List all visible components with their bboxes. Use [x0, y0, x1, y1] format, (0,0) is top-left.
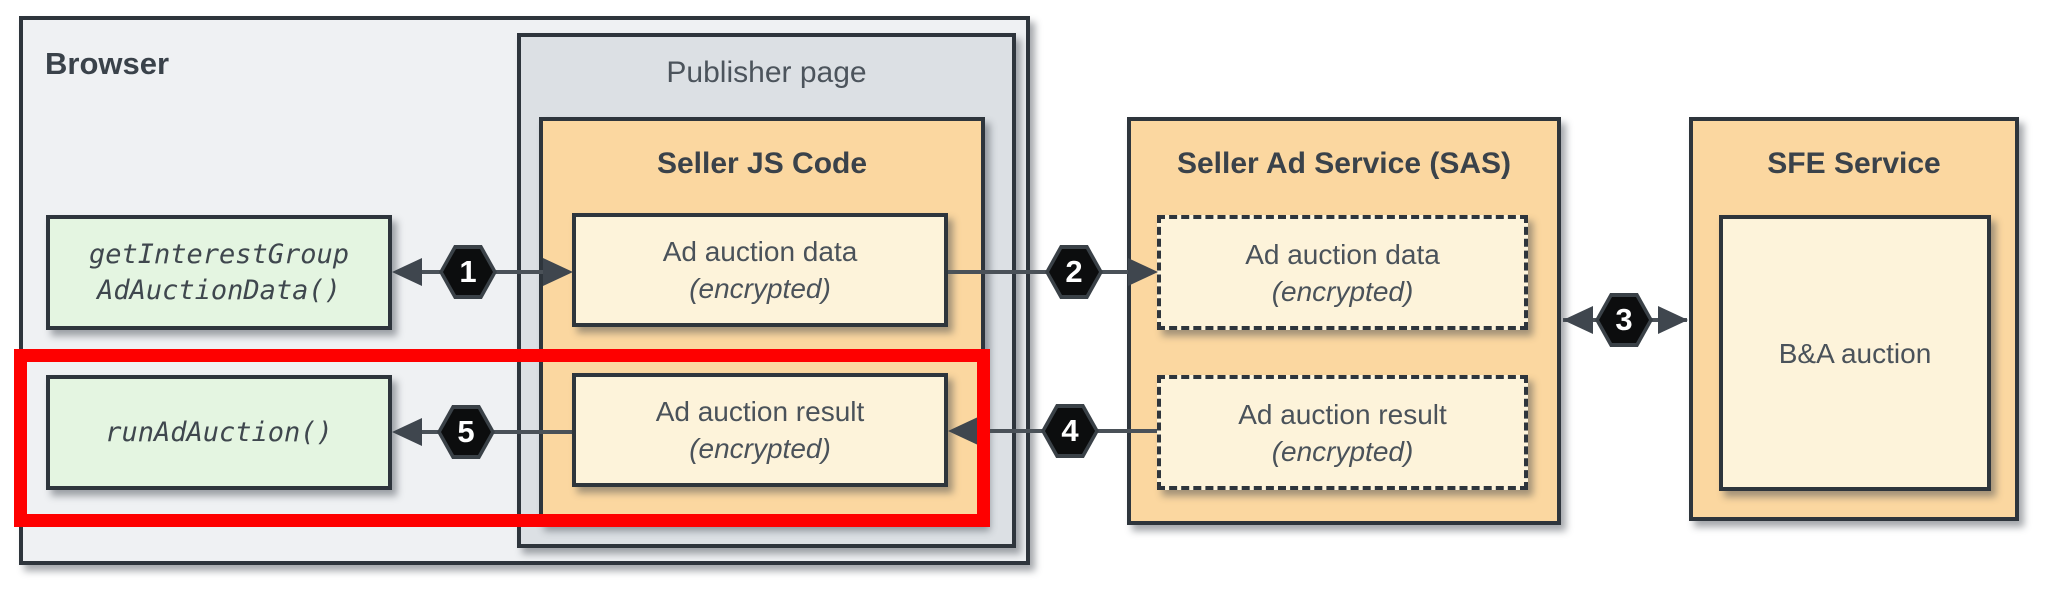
arrowhead-left-step5 [392, 418, 422, 446]
step-badge-2: 2 [1045, 245, 1103, 299]
step-badge-4: 4 [1041, 404, 1099, 458]
code-line: getInterestGroup [88, 238, 350, 270]
get-interest-group-ad-auction-data-box: getInterestGroup AdAuctionData() [46, 215, 392, 330]
sas-ad-auction-data-box: Ad auction data (encrypted) [1157, 215, 1528, 330]
seller-ad-service-title: Seller Ad Service (SAS) [1176, 147, 1512, 180]
step-number: 2 [1049, 249, 1099, 295]
publisher-page-label: Publisher page [666, 56, 867, 89]
code-line: AdAuctionData() [97, 274, 341, 306]
ba-auction-box: B&A auction [1719, 215, 1991, 491]
ad-auction-result-label: Ad auction result [1238, 398, 1447, 430]
arrowhead-left-step4 [948, 417, 978, 445]
arrowhead-right-step2 [1128, 258, 1158, 286]
browser-label: Browser [45, 46, 170, 81]
arrowhead-left-step1 [392, 258, 422, 286]
ad-auction-data-label: Ad auction data [1245, 238, 1440, 270]
seller-js-code-title: Seller JS Code [656, 147, 868, 180]
highlight-rectangle [14, 349, 990, 527]
arrowhead-left-step3 [1563, 306, 1593, 334]
encrypted-label: (encrypted) [689, 273, 831, 304]
ad-auction-data-label: Ad auction data [662, 236, 858, 267]
step-number: 3 [1599, 297, 1649, 343]
sas-ad-auction-result-box: Ad auction result (encrypted) [1157, 375, 1528, 490]
encrypted-label: (encrypted) [1271, 435, 1414, 467]
run-ad-auction-box: runAdAuction() [46, 375, 392, 490]
ad-auction-result-label: Ad auction result [655, 396, 865, 427]
sfe-service-title: SFE Service [1767, 147, 1941, 180]
encrypted-label: (encrypted) [689, 433, 831, 464]
encrypted-label: (encrypted) [1271, 275, 1414, 307]
ba-auction-label: B&A auction [1778, 337, 1932, 369]
step-badge-3: 3 [1595, 293, 1653, 347]
step-number: 1 [443, 249, 493, 295]
step-number: 4 [1045, 408, 1095, 454]
seller-js-ad-auction-data-box: Ad auction data (encrypted) [572, 213, 948, 327]
arrow-line-step2 [948, 270, 1133, 274]
code-line: runAdAuction() [105, 416, 333, 448]
seller-js-ad-auction-result-box: Ad auction result (encrypted) [572, 373, 948, 487]
arrowhead-right-step1 [543, 258, 573, 286]
arrowhead-right-step3 [1658, 306, 1688, 334]
